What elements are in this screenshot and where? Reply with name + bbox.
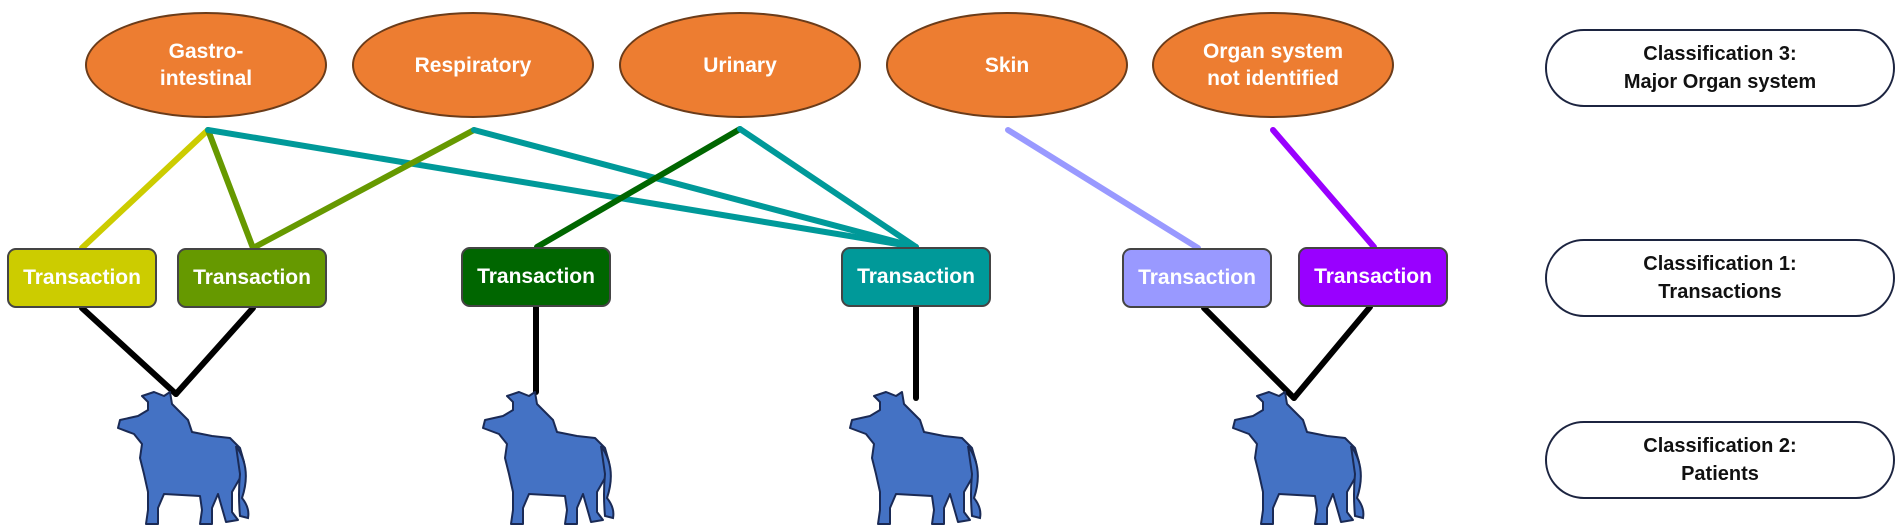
organ-link-line [205, 127, 919, 250]
organ-not-identified: Organ system not identified [1152, 12, 1394, 118]
dog-icon [849, 391, 982, 525]
transaction-box-4: Transaction [841, 247, 991, 307]
transaction-box-6: Transaction [1298, 247, 1448, 307]
organ-skin: Skin [886, 12, 1128, 118]
organ-link-line [79, 127, 211, 251]
dog-body [117, 391, 245, 525]
dog-icon [482, 391, 615, 525]
organ-respiratory: Respiratory [352, 12, 594, 118]
organ-link-line [1270, 127, 1377, 250]
dog-body [482, 391, 610, 525]
dog-icon [117, 391, 250, 525]
organ-urinary: Urinary [619, 12, 861, 118]
dog-tail [967, 445, 982, 520]
dog-tail [1350, 445, 1365, 520]
patient-link-line [1201, 305, 1297, 401]
dog-body [849, 391, 977, 525]
legend-classification-2: Classification 2: Patients [1545, 421, 1895, 499]
organ-link-line [737, 126, 919, 250]
dog-tail [235, 445, 250, 520]
transaction-box-1: Transaction [7, 248, 157, 308]
patient-link-line [173, 305, 256, 397]
transaction-box-3: Transaction [461, 247, 611, 307]
organ-link-line [250, 127, 477, 251]
legend-classification-3: Classification 3: Major Organ system [1545, 29, 1895, 107]
transaction-box-2: Transaction [177, 248, 327, 308]
dog-body [1232, 391, 1360, 525]
patient-link-line [1291, 304, 1373, 401]
legend-classification-1: Classification 1: Transactions [1545, 239, 1895, 317]
organ-link-line [1005, 127, 1201, 251]
dog-tail [600, 445, 615, 520]
organ-link-line [471, 127, 919, 250]
patient-link-line [79, 305, 179, 397]
organ-link-line [534, 126, 743, 250]
dog-icon [1232, 391, 1365, 525]
transaction-box-5: Transaction [1122, 248, 1272, 308]
organ-gastrointestinal: Gastro- intestinal [85, 12, 327, 118]
organ-link-line [205, 127, 256, 251]
